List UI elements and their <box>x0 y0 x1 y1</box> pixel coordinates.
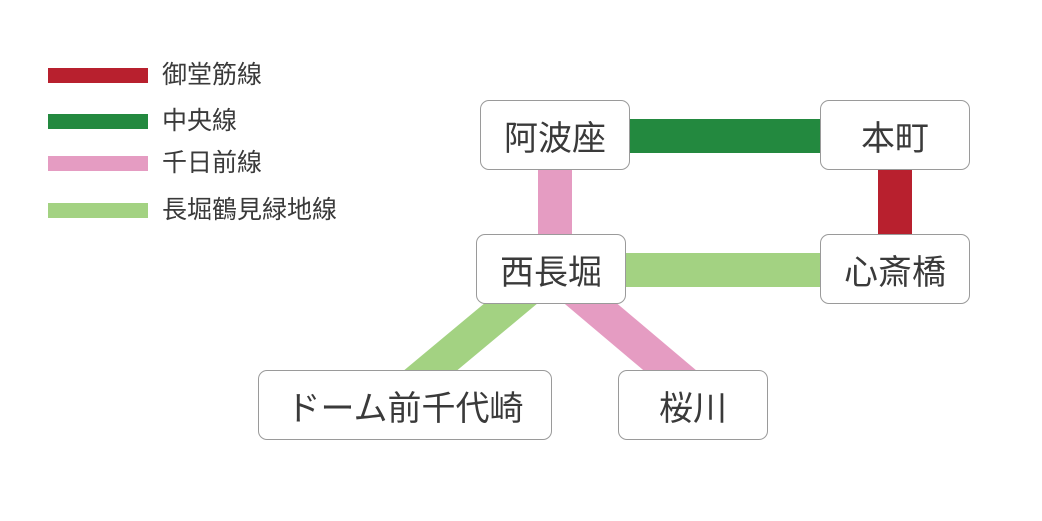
legend-swatch-midosuji <box>48 67 148 83</box>
station-nishinagahori[interactable]: 西長堀 <box>476 234 626 304</box>
legend-swatch-sennichimae <box>48 155 148 171</box>
station-hommachi[interactable]: 本町 <box>820 100 970 170</box>
legend-label-midosuji: 御堂筋線 <box>162 60 263 89</box>
station-shinsaibashi[interactable]: 心斎橋 <box>820 234 970 304</box>
legend-label-chuo: 中央線 <box>162 106 238 135</box>
legend-item-nagahori: 長堀鶴見緑地線 <box>48 195 337 225</box>
legend-swatch-nagahori <box>48 202 148 218</box>
legend-swatch-chuo <box>48 113 148 129</box>
station-sakuragawa[interactable]: 桜川 <box>618 370 768 440</box>
legend-item-chuo: 中央線 <box>48 106 237 136</box>
station-awaza[interactable]: 阿波座 <box>480 100 630 170</box>
legend-label-sennichimae: 千日前線 <box>162 148 263 177</box>
legend-item-sennichimae: 千日前線 <box>48 148 262 178</box>
station-dome-mae-chiyozaki[interactable]: ドーム前千代崎 <box>258 370 552 440</box>
legend-item-midosuji: 御堂筋線 <box>48 60 262 90</box>
legend-label-nagahori: 長堀鶴見緑地線 <box>162 195 338 224</box>
